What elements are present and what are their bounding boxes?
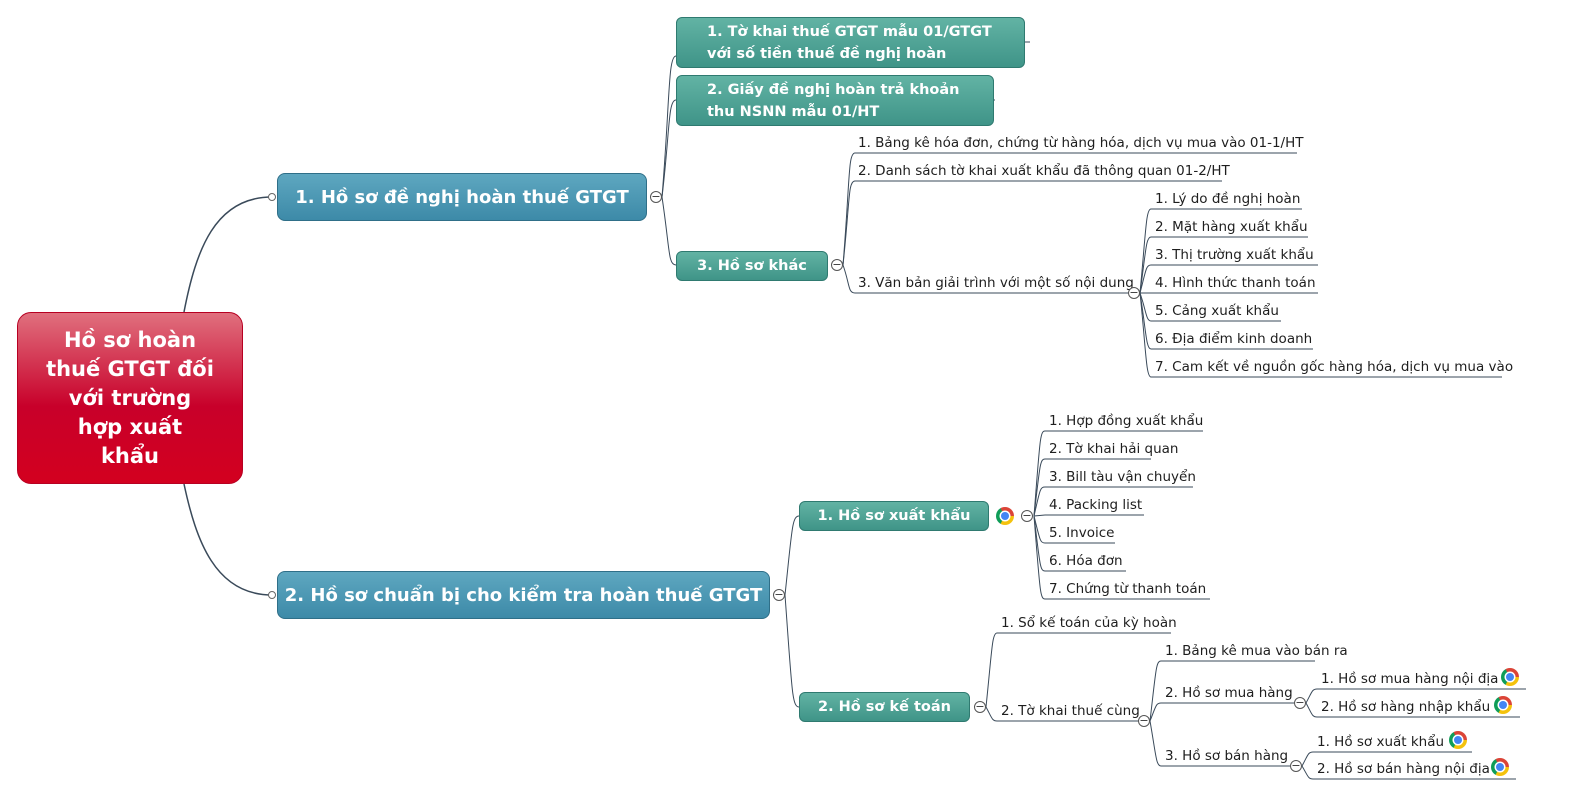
branch-audit-prep-label: 2. Hồ sơ chuẩn bị cho kiểm tra hoàn thuế… bbox=[284, 584, 763, 606]
export-doc-item[interactable]: 3. Bill tàu vận chuyển bbox=[1049, 469, 1196, 485]
chrome-icon[interactable] bbox=[1501, 668, 1519, 686]
explain-item[interactable]: 5. Cảng xuất khẩu bbox=[1155, 303, 1279, 319]
collapse-toggle[interactable]: − bbox=[1128, 286, 1140, 299]
refund-item-vat-declaration[interactable]: 1. Tờ khai thuế GTGT mẫu 01/GTGT với số … bbox=[676, 17, 1025, 68]
other-doc-item[interactable]: 1. Bảng kê hóa đơn, chứng từ hàng hóa, d… bbox=[858, 135, 1304, 151]
accounting-item[interactable]: 1. Sổ kế toán của kỳ hoàn bbox=[1001, 615, 1177, 631]
other-doc-item[interactable]: 2. Danh sách tờ khai xuất khẩu đã thông … bbox=[858, 163, 1230, 179]
branch-refund-request[interactable]: 1. Hồ sơ đề nghị hoàn thuế GTGT bbox=[277, 173, 647, 221]
explain-item[interactable]: 6. Địa điểm kinh doanh bbox=[1155, 331, 1313, 347]
chrome-icon[interactable] bbox=[996, 507, 1014, 525]
audit-export-docs[interactable]: 1. Hồ sơ xuất khẩu bbox=[799, 501, 989, 531]
collapse-toggle[interactable]: − bbox=[1290, 759, 1302, 772]
accounting-item[interactable]: 2. Tờ khai thuế cùng bbox=[1001, 703, 1140, 719]
connector-root-branch1 bbox=[183, 196, 273, 313]
purchase-item[interactable]: 1. Hồ sơ mua hàng nội địa bbox=[1321, 671, 1499, 687]
collapse-toggle[interactable]: − bbox=[1138, 714, 1150, 727]
export-doc-item[interactable]: 6. Hóa đơn bbox=[1049, 553, 1123, 569]
declaration-item[interactable]: 3. Hồ sơ bán hàng bbox=[1165, 748, 1289, 764]
connector-b1-other bbox=[661, 196, 677, 266]
refund-item-request-form[interactable]: 2. Giấy đề nghị hoàn trả khoản thu NSNN … bbox=[676, 75, 994, 126]
sales-item[interactable]: 2. Hồ sơ bán hàng nội địa bbox=[1317, 761, 1490, 777]
other-docs-label: 3. Hồ sơ khác bbox=[697, 258, 807, 274]
collapse-toggle[interactable]: − bbox=[650, 190, 662, 203]
connector-dot bbox=[268, 193, 276, 201]
connector-other-1 bbox=[842, 152, 856, 266]
other-doc-item[interactable]: 3. Văn bản giải trình với một số nội dun… bbox=[858, 275, 1134, 291]
explain-item[interactable]: 7. Cam kết về nguồn gốc hàng hóa, dịch v… bbox=[1155, 359, 1514, 375]
purchase-item[interactable]: 2. Hồ sơ hàng nhập khẩu bbox=[1321, 699, 1491, 715]
root-topic[interactable]: Hồ sơ hoàn thuế GTGT đối với trường hợp … bbox=[17, 312, 243, 484]
collapse-toggle[interactable]: − bbox=[1294, 696, 1306, 709]
refund-item-other-docs[interactable]: 3. Hồ sơ khác bbox=[676, 251, 828, 281]
collapse-toggle[interactable]: − bbox=[1021, 509, 1033, 522]
collapse-toggle[interactable]: − bbox=[974, 700, 986, 713]
declaration-item[interactable]: 1. Bảng kê mua vào bán ra bbox=[1165, 643, 1348, 659]
refund-item-label: 1. Tờ khai thuế GTGT mẫu 01/GTGT với số … bbox=[707, 23, 992, 62]
export-doc-item[interactable]: 7. Chứng từ thanh toán bbox=[1049, 581, 1207, 597]
export-docs-label: 1. Hồ sơ xuất khẩu bbox=[817, 508, 971, 524]
collapse-toggle[interactable]: − bbox=[773, 588, 785, 601]
chrome-icon[interactable] bbox=[1491, 758, 1509, 776]
root-topic-label: Hồ sơ hoàn thuế GTGT đối với trường hợp … bbox=[46, 327, 214, 468]
chrome-icon[interactable] bbox=[1449, 731, 1467, 749]
connector-dot bbox=[268, 591, 276, 599]
explain-item[interactable]: 3. Thị trường xuất khẩu bbox=[1155, 247, 1314, 263]
explain-item[interactable]: 1. Lý do đề nghị hoàn bbox=[1155, 191, 1301, 207]
export-doc-item[interactable]: 4. Packing list bbox=[1049, 497, 1143, 513]
export-doc-item[interactable]: 2. Tờ khai hải quan bbox=[1049, 441, 1179, 457]
connector-other-3 bbox=[842, 264, 856, 294]
audit-accounting-docs[interactable]: 2. Hồ sơ kế toán bbox=[799, 692, 970, 722]
refund-item-label: 2. Giấy đề nghị hoàn trả khoản thu NSNN … bbox=[707, 81, 960, 120]
declaration-item[interactable]: 2. Hồ sơ mua hàng bbox=[1165, 685, 1293, 701]
connector-b1-item1 bbox=[661, 55, 677, 198]
explain-item[interactable]: 2. Mặt hàng xuất khẩu bbox=[1155, 219, 1308, 235]
explain-item[interactable]: 4. Hình thức thanh toán bbox=[1155, 275, 1316, 291]
export-doc-item[interactable]: 5. Invoice bbox=[1049, 525, 1115, 541]
branch-refund-request-label: 1. Hồ sơ đề nghị hoàn thuế GTGT bbox=[295, 186, 629, 208]
export-doc-item[interactable]: 1. Hợp đồng xuất khẩu bbox=[1049, 413, 1204, 429]
chrome-icon[interactable] bbox=[1494, 696, 1512, 714]
accounting-docs-label: 2. Hồ sơ kế toán bbox=[818, 699, 951, 715]
connector-b1-item2 bbox=[661, 99, 677, 198]
collapse-toggle[interactable]: − bbox=[831, 258, 843, 271]
connector-root-branch2 bbox=[183, 483, 273, 596]
branch-audit-prep[interactable]: 2. Hồ sơ chuẩn bị cho kiểm tra hoàn thuế… bbox=[277, 571, 770, 619]
connector-other-2 bbox=[842, 180, 856, 266]
sales-item[interactable]: 1. Hồ sơ xuất khẩu bbox=[1317, 734, 1445, 750]
